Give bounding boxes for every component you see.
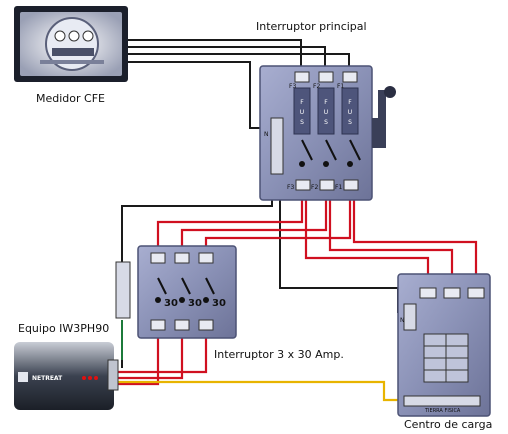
device-brand: NETREAT (32, 375, 63, 382)
fuse-2-letter-s: S (324, 119, 328, 126)
fuse-2-letter-u: U (324, 109, 328, 116)
yellow-wire (112, 380, 408, 402)
breaker (137, 245, 237, 339)
meter-label: Medidor CFE (36, 92, 105, 105)
fuse-2-letter-f: F (324, 99, 328, 106)
main-phase-top-2: F2 (313, 83, 320, 90)
main-phase-bottom-3: F3 (287, 184, 294, 191)
main-switch (259, 65, 396, 201)
main-neutral-label: N (264, 131, 269, 138)
neutral-strip (115, 261, 131, 319)
fuse-1-letter-s: S (300, 119, 304, 126)
main-phase-bottom-2: F2 (311, 184, 318, 191)
fuse-3-letter-f: F (348, 99, 352, 106)
breaker-rating-1: 30 (164, 298, 178, 309)
device-unit (14, 342, 119, 410)
load-neutral-label: N (400, 317, 405, 324)
fuse-3-letter-s: S (348, 119, 352, 126)
main-phase-bottom-1: F1 (335, 184, 342, 191)
breaker-label: Interruptor 3 x 30 Amp. (214, 348, 344, 361)
load-center (397, 273, 491, 417)
main-phase-top-3: F3 (289, 83, 296, 90)
breaker-rating-3: 30 (212, 298, 226, 309)
load-center-label: Centro de carga (404, 418, 493, 431)
main-phase-top-1: F1 (337, 83, 344, 90)
fuse-3-letter-u: U (348, 109, 352, 116)
ground-bar-label: TIERRA FISICA (424, 408, 461, 414)
fuse-1-letter-f: F (300, 99, 304, 106)
device-label: Equipo IW3PH90 (18, 322, 110, 335)
meter (14, 6, 128, 82)
fuse-1-letter-u: U (300, 109, 304, 116)
breaker-rating-2: 30 (188, 298, 202, 309)
main-switch-label: Interruptor principal (256, 20, 367, 33)
